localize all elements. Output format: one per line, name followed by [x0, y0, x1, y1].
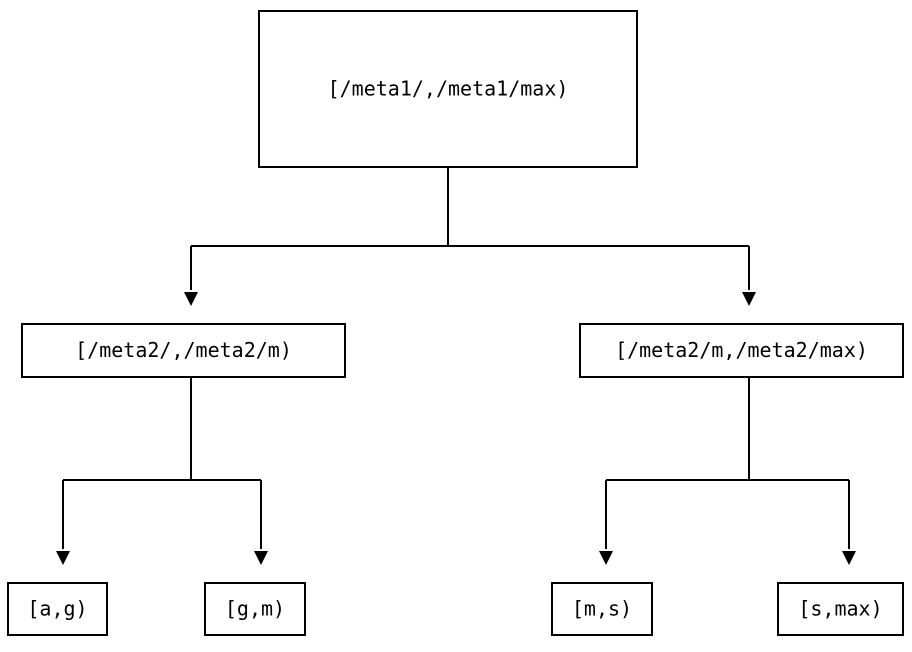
node-leaf-ag-box[interactable] — [7, 582, 108, 636]
arrowhead-down-icon — [842, 551, 856, 565]
arrowhead-group — [56, 292, 856, 565]
node-leaf-ms[interactable]: [m,s) — [551, 582, 653, 636]
arrowhead-down-icon — [599, 551, 613, 565]
edge-group — [62, 167, 850, 549]
node-level2-right-label: [/meta2/m,/meta2/max) — [615, 338, 868, 362]
node-leaf-ms-box[interactable] — [551, 582, 653, 636]
node-leaf-ag-label: [a,g) — [27, 597, 87, 621]
node-level2-left-box[interactable] — [21, 323, 346, 378]
node-leaf-gm-label: [g,m) — [225, 597, 285, 621]
node-leaf-gm-box[interactable] — [204, 582, 306, 636]
node-root-label: [/meta1/,/meta1/max) — [328, 77, 569, 101]
node-level2-right-box[interactable] — [579, 323, 904, 378]
arrowhead-down-icon — [184, 292, 198, 306]
node-leaf-gm[interactable]: [g,m) — [204, 582, 306, 636]
node-leaf-ms-label: [m,s) — [572, 597, 632, 621]
arrowhead-down-icon — [56, 551, 70, 565]
node-root-box[interactable] — [258, 10, 638, 168]
arrowhead-down-icon — [254, 551, 268, 565]
node-leaf-ag[interactable]: [a,g) — [7, 582, 108, 636]
edge-right-to-leaf-ms — [605, 377, 849, 549]
node-level2-right[interactable]: [/meta2/m,/meta2/max) — [579, 323, 904, 378]
edge-left-to-leaf-ag — [62, 377, 261, 549]
edge-root-to-left-child — [190, 167, 749, 290]
node-level2-left[interactable]: [/meta2/,/meta2/m) — [21, 323, 346, 378]
arrowhead-down-icon — [742, 292, 756, 306]
node-leaf-smax-box[interactable] — [777, 582, 904, 636]
node-root[interactable]: [/meta1/,/meta1/max) — [258, 10, 638, 168]
node-leaf-smax-label: [s,max) — [798, 597, 882, 621]
node-level2-left-label: [/meta2/,/meta2/m) — [75, 338, 292, 362]
node-leaf-smax[interactable]: [s,max) — [777, 582, 904, 636]
